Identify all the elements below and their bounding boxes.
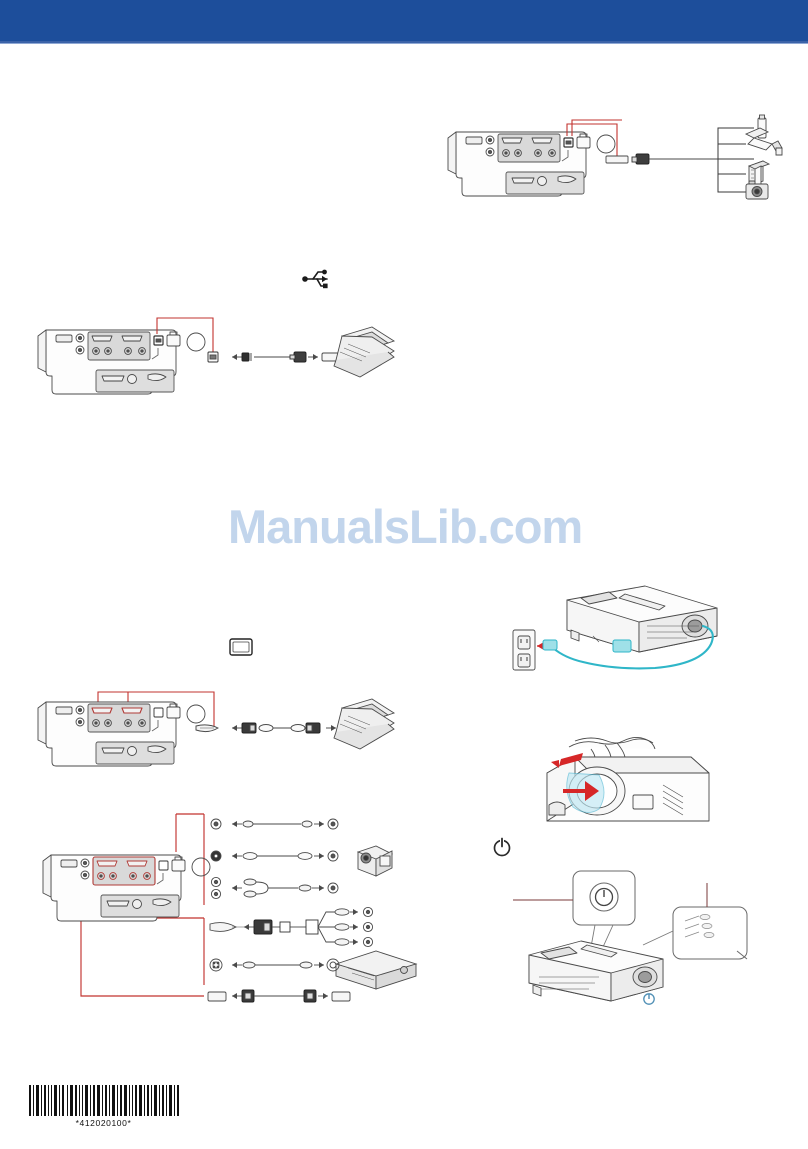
- figure-usb-computer: [36, 310, 396, 395]
- power-icon: [492, 836, 512, 858]
- figure-lens-cover: [505, 733, 755, 833]
- header-banner-rule: [0, 41, 808, 43]
- figure-video-sources: [36, 800, 418, 1020]
- laptop-icon: [333, 326, 396, 378]
- figure-vga-computer: [36, 680, 396, 770]
- laptop-icon: [333, 698, 396, 750]
- figure-power-button: [495, 865, 765, 1015]
- wall-outlet-icon: [512, 629, 536, 671]
- power-indicator-icon: [643, 993, 655, 1005]
- digital-camera-icon: [745, 180, 769, 200]
- usb-trident-icon: [300, 266, 334, 292]
- watermark-manualslib: ManualsLib.com: [228, 500, 583, 553]
- barcode-number: *412020100*: [75, 1118, 132, 1128]
- header-banner: [0, 0, 808, 41]
- camcorder-icon: [356, 845, 394, 877]
- figure-power-cord: [505, 578, 755, 683]
- header-banner-rule-light: [0, 43, 808, 44]
- barcode-bars: [26, 1084, 181, 1117]
- barcode: *412020100*: [26, 1084, 181, 1128]
- monitor-icon: [228, 637, 254, 659]
- document-camera-icon: [744, 127, 783, 156]
- figure-usb-devices: [446, 112, 796, 217]
- dvd-player-icon: [334, 950, 418, 990]
- power-plug-icon: [542, 639, 632, 653]
